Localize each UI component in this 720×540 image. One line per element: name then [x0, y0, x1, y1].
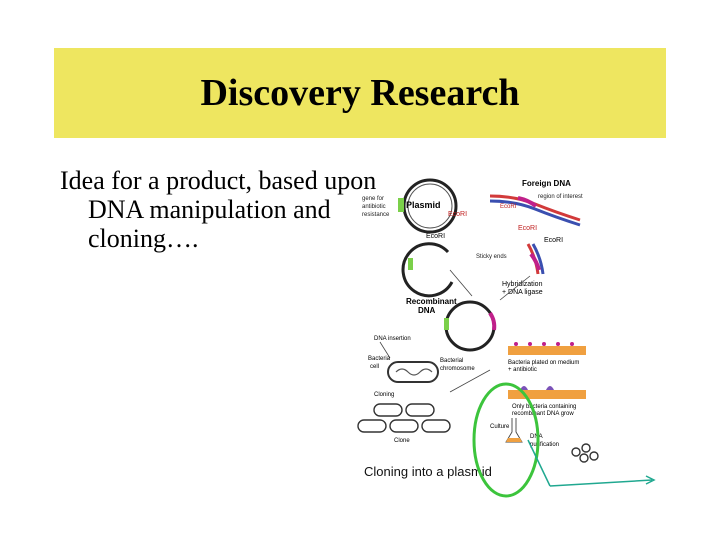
arrowhead-icon: [645, 475, 656, 485]
diagram-caption: Cloning into a plasmid: [364, 464, 492, 479]
ecori-label-5: EcoRI: [544, 237, 563, 244]
dna-purification-label-2: purification: [530, 442, 559, 448]
region-of-interest-label: region of interest: [538, 194, 583, 200]
cloning-diagram: Plasmid gene for antibiotic resistance E…: [357, 178, 656, 498]
slide-body-text: Idea for a product, based upon DNA manip…: [60, 166, 377, 253]
ecori-label-3: EcoRI: [518, 225, 537, 232]
clone-label: Clone: [394, 438, 410, 444]
slide-title: Discovery Research: [200, 72, 520, 114]
gene-resist-label-1: gene for: [362, 196, 384, 202]
plated-label-1: Bacteria plated on medium: [508, 360, 579, 366]
plasmid: Plasmid: [398, 178, 458, 234]
gene-resist-label-2: antibiotic: [362, 204, 386, 210]
culture-label: Culture: [490, 424, 510, 430]
bacterial-chromosome-label-2: chromosome: [440, 366, 475, 372]
plasmid-label: Plasmid: [406, 200, 441, 210]
ecori-label-4: EcoRI: [426, 233, 445, 240]
dna-insertion-label: DNA insertion: [374, 336, 411, 342]
only-bacteria-label-2: recombinant DNA grow: [512, 411, 574, 417]
hybridization-label: Hybridization: [502, 281, 543, 288]
dna-ligase-label: + DNA ligase: [502, 289, 543, 296]
highlight-ellipse: [472, 382, 540, 498]
ecori-label-2: EcoRI: [500, 204, 517, 210]
only-bacteria-label-1: Only bacteria containing: [512, 404, 576, 410]
bacterial-chromosome-label-1: Bacterial: [440, 358, 463, 364]
title-bar: Discovery Research: [54, 48, 666, 138]
pointer-arrow-line: [527, 439, 551, 487]
bacteria-label-2: cell: [370, 364, 379, 370]
cloning-label: Cloning: [374, 392, 394, 398]
pointer-arrow-line-2: [549, 479, 653, 487]
bacteria-label-1: Bacteria: [368, 356, 391, 362]
dna-purification-label-1: DNA: [530, 434, 543, 440]
foreign-dna-label: Foreign DNA: [522, 179, 571, 188]
plated-label-2: + antibiotic: [508, 367, 537, 373]
ecori-label-1: EcoRI: [448, 211, 467, 218]
sticky-ends-label: Sticky ends: [476, 254, 507, 260]
purified-plasmids: [571, 443, 599, 463]
recombinant-label-2: DNA: [418, 306, 436, 315]
gene-resist-label-3: resistance: [362, 212, 390, 218]
recombinant-label-1: Recombinant: [406, 297, 457, 306]
